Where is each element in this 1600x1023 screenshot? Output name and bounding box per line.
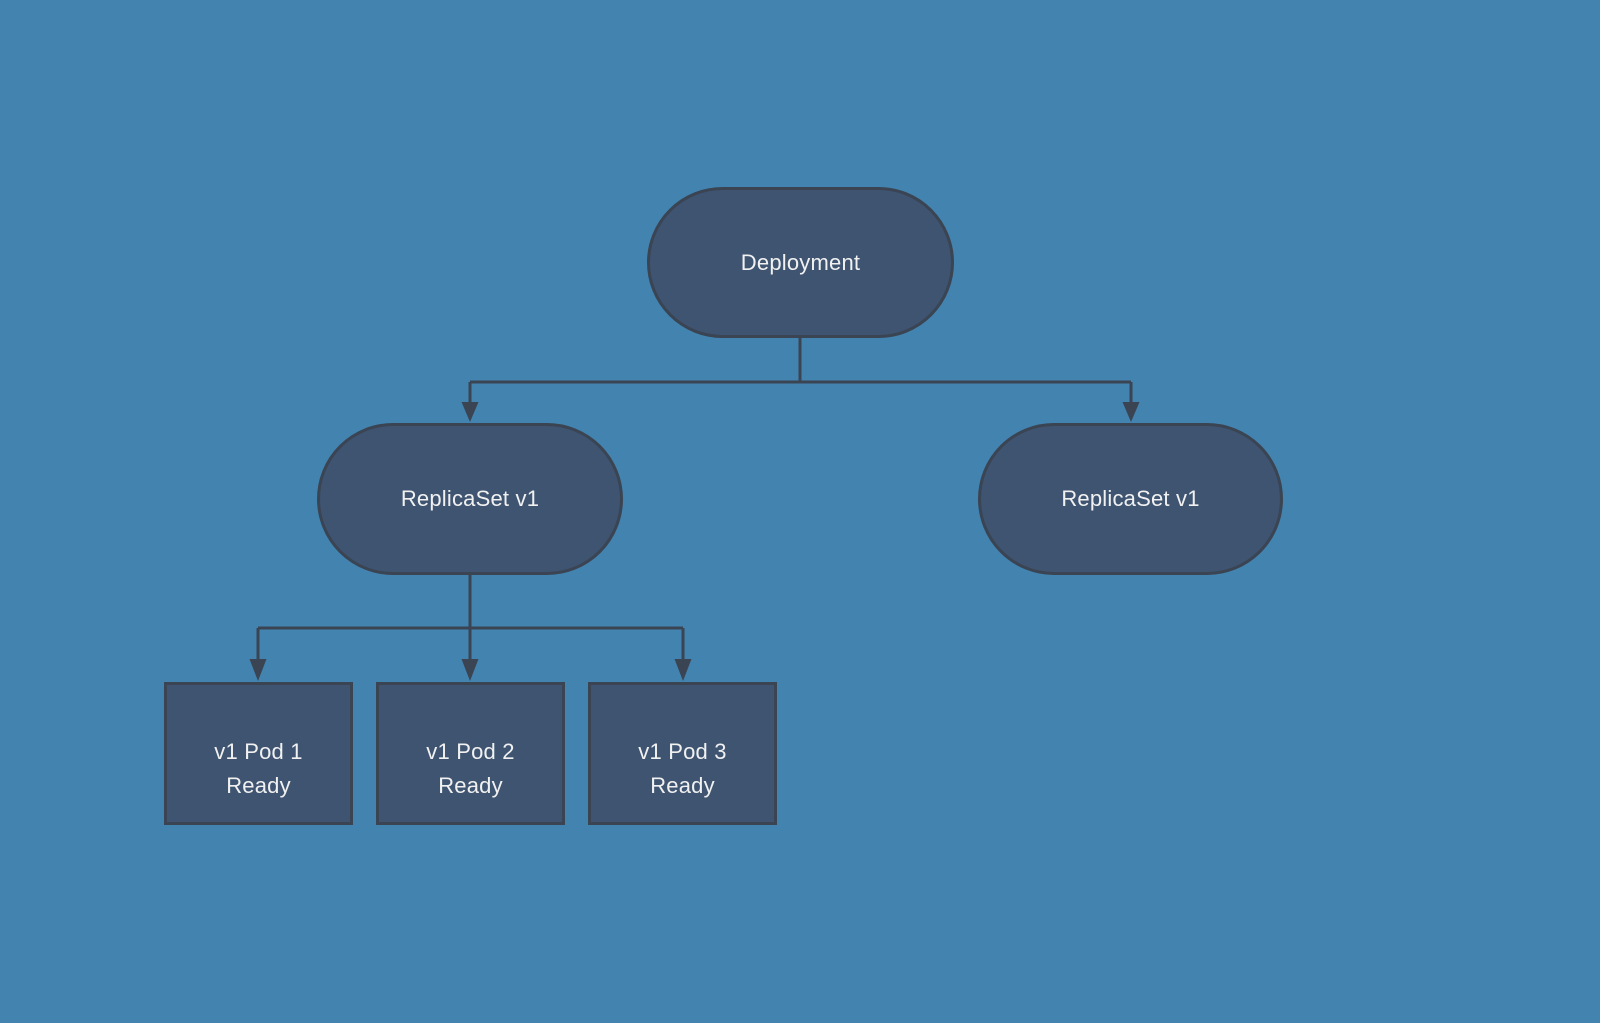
node-deployment-label: Deployment bbox=[740, 249, 861, 275]
arrowheads-pods bbox=[249, 659, 692, 681]
node-pod-3: v1 Pod 3 Ready bbox=[588, 682, 777, 825]
pod-2-status: Ready bbox=[438, 772, 503, 798]
node-deployment: Deployment bbox=[647, 187, 954, 338]
pod-2-label: v1 Pod 2 bbox=[426, 738, 515, 764]
pod-1-label: v1 Pod 1 bbox=[214, 738, 303, 764]
node-pod-2: v1 Pod 2 Ready bbox=[376, 682, 565, 825]
node-replicaset-v1-left: ReplicaSet v1 bbox=[317, 423, 623, 575]
pod-1-status: Ready bbox=[226, 772, 291, 798]
pod-3-text: v1 Pod 3 Ready bbox=[638, 735, 726, 803]
edge-replicaset-to-pods bbox=[256, 575, 685, 661]
node-replicaset-right-label: ReplicaSet v1 bbox=[1061, 486, 1200, 511]
pod-2-text: v1 Pod 2 Ready bbox=[426, 735, 514, 803]
node-replicaset-left-label: ReplicaSet v1 bbox=[400, 486, 540, 511]
pod-3-label: v1 Pod 3 bbox=[638, 738, 727, 764]
arrowheads-replicasets bbox=[461, 402, 1140, 422]
edge-deployment-to-replicasets bbox=[468, 338, 1133, 404]
pod-3-status: Ready bbox=[650, 772, 715, 798]
node-pod-1: v1 Pod 1 Ready bbox=[164, 682, 353, 825]
node-replicaset-v1-right: ReplicaSet v1 bbox=[978, 423, 1283, 575]
pod-1-text: v1 Pod 1 Ready bbox=[214, 735, 302, 803]
